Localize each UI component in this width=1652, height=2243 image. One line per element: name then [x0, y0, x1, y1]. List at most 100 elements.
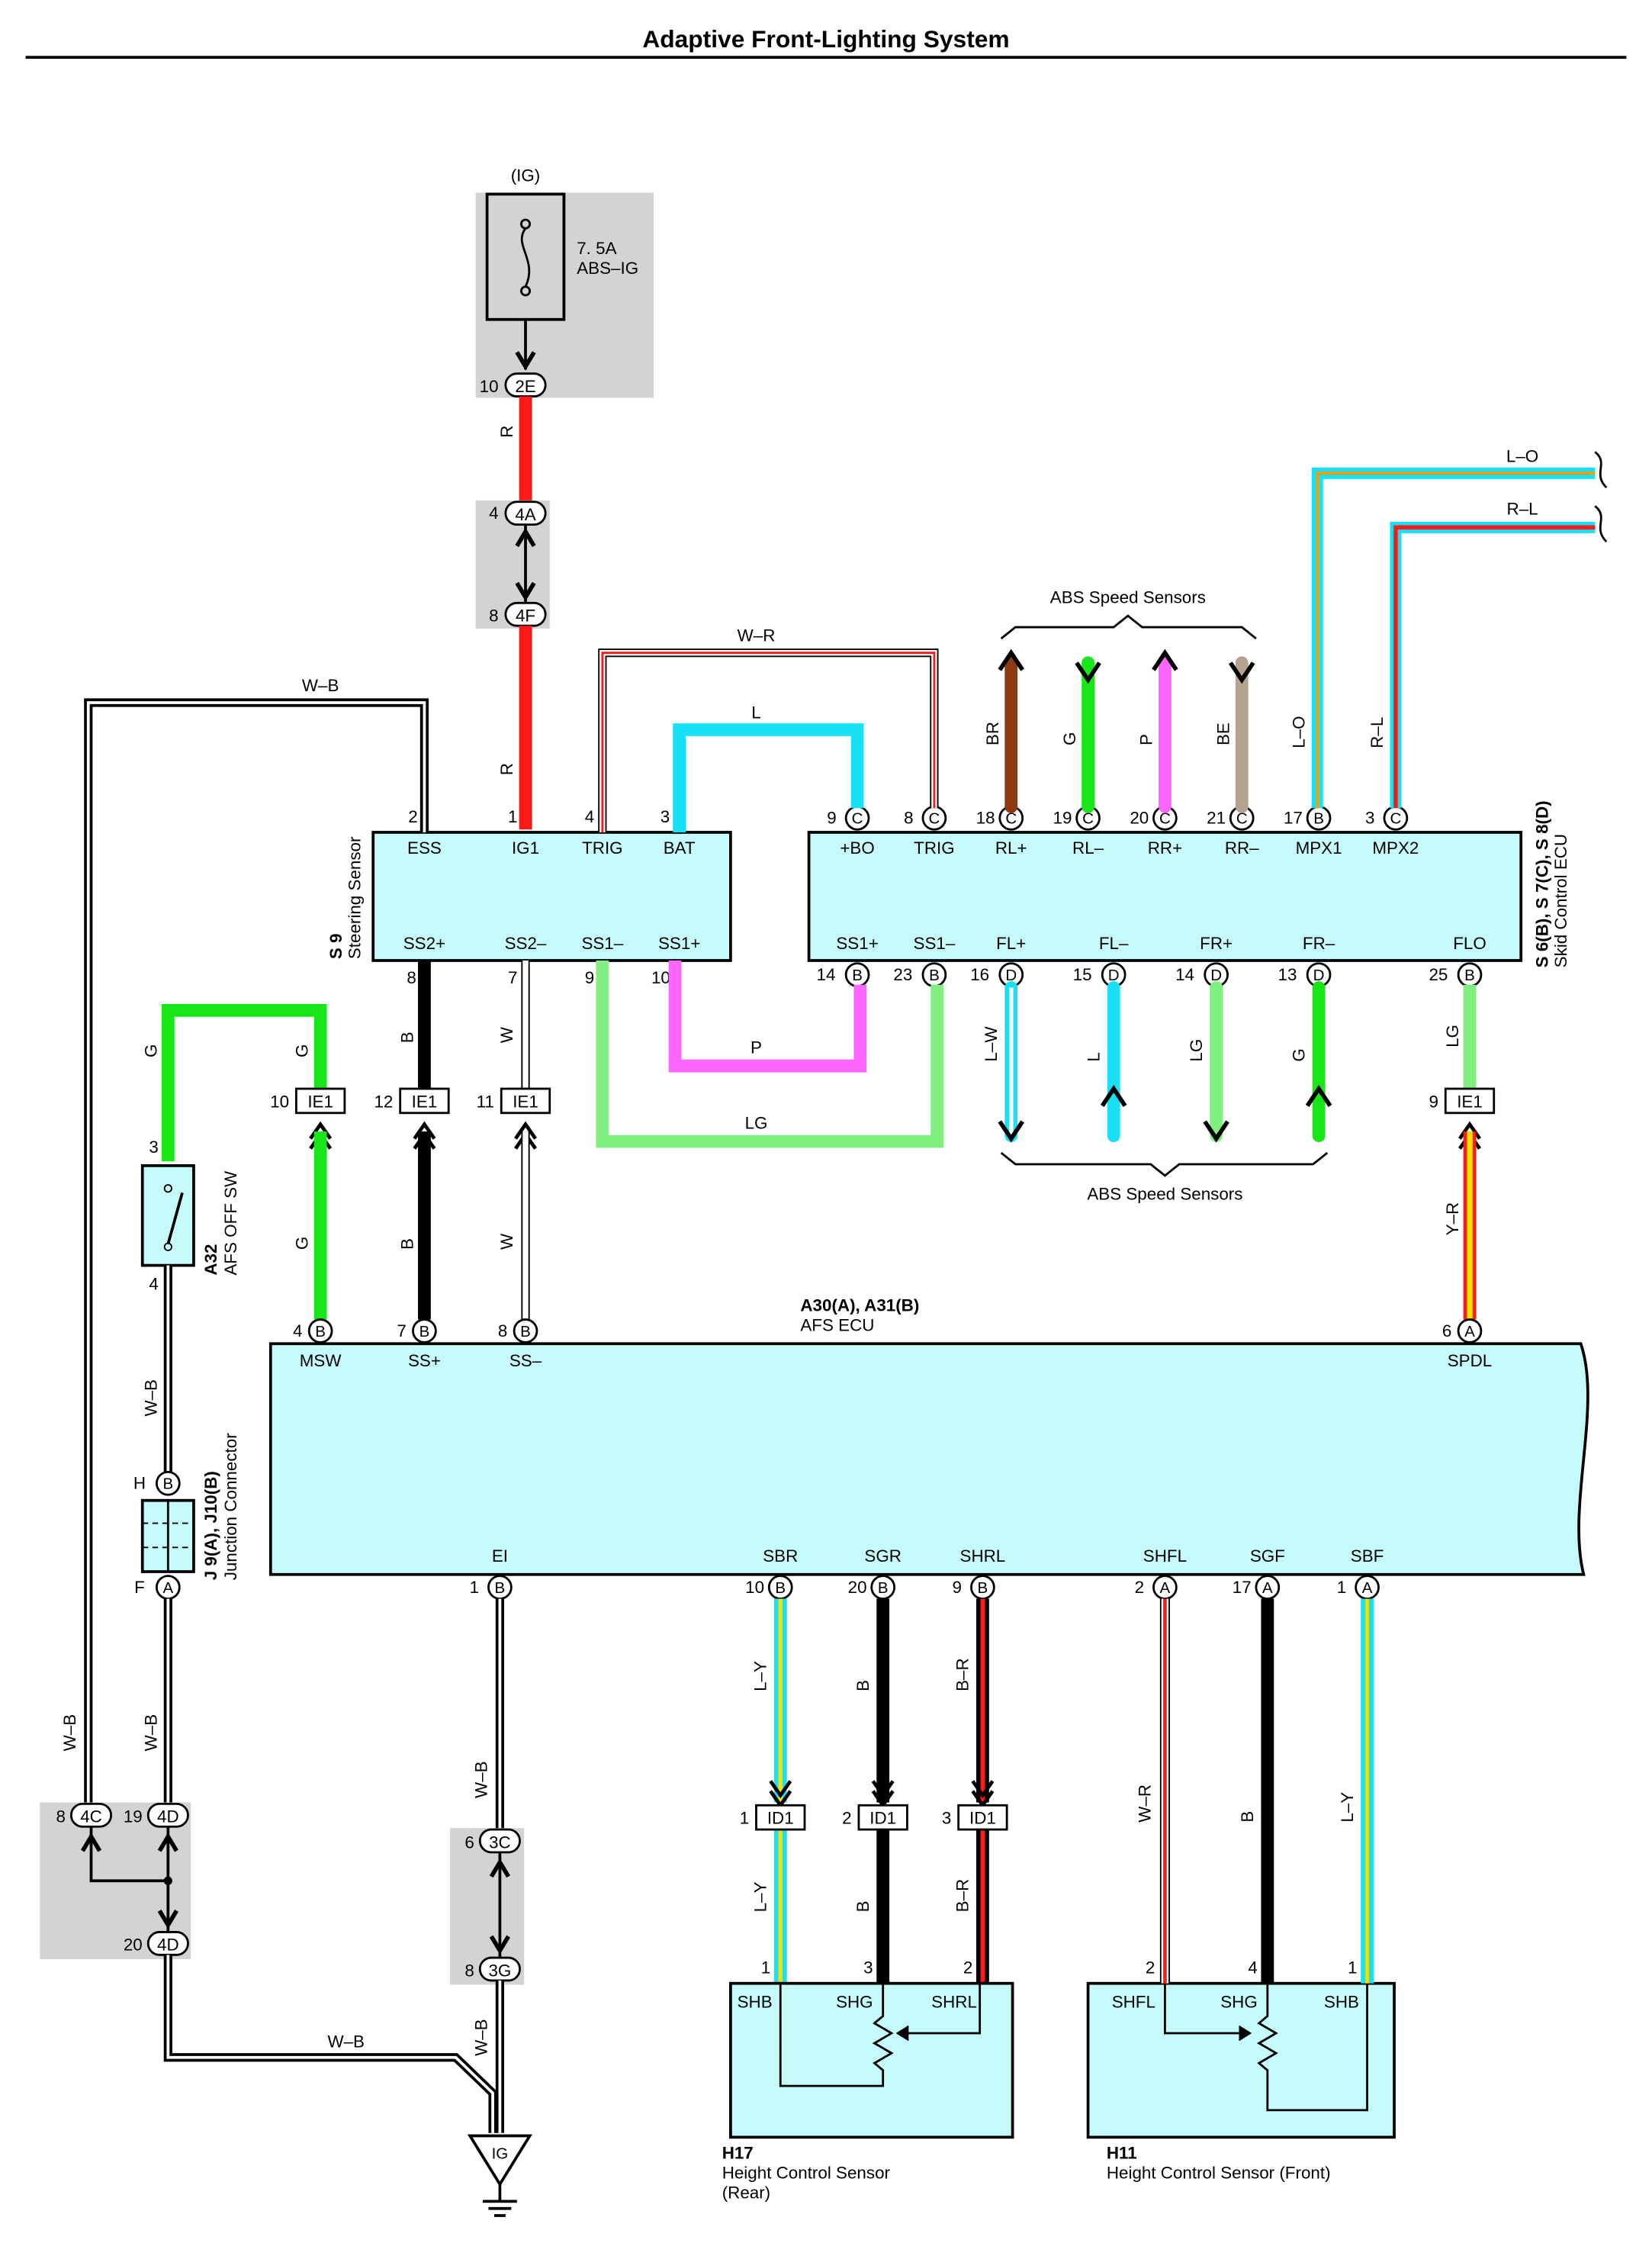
svg-text:SHB: SHB [1324, 1992, 1359, 2011]
svg-text:8: 8 [56, 1807, 65, 1826]
afs-bottom-pin-num: 1 [1337, 1578, 1346, 1597]
wire-p-ss1 [668, 961, 867, 1073]
svg-text:W–B: W–B [327, 2032, 365, 2052]
svg-text:G: G [292, 1044, 311, 1057]
skid-bottom-pin-label: FLO [1453, 934, 1486, 953]
afs-bottom-pin-label: SBR [763, 1546, 798, 1566]
skid-top-pin-label: RL+ [995, 838, 1027, 858]
svg-text:4C: 4C [80, 1807, 102, 1826]
ie1-pin-num: 11 [477, 1092, 494, 1111]
ie1-connector [1444, 1087, 1496, 1115]
afs-bottom-pin-label: SGF [1250, 1546, 1285, 1566]
afs-bottom-pin-letter: B [775, 1579, 786, 1597]
ie1-label: IE1 [307, 1092, 333, 1111]
arrow-icon [1152, 648, 1178, 671]
svg-text:L: L [751, 703, 760, 722]
afs-bottom-pin-letter: B [495, 1579, 506, 1597]
skid-bottom-pin-letter: B [1464, 967, 1475, 984]
svg-text:P: P [750, 1038, 762, 1057]
steering-sensor-name: Steering Sensor [345, 836, 364, 959]
skid-bottom-pin-letter: D [1005, 967, 1017, 984]
abs-wire-label: BR [983, 722, 1002, 745]
afs-ecu-id: A30(A), A31(B) [800, 1295, 919, 1315]
svg-text:BAT: BAT [664, 838, 696, 858]
skid-bottom-pin-num: 16 [970, 965, 989, 984]
afs-sw-id: A32 [201, 1244, 220, 1276]
h11-id: H11 [1107, 2143, 1137, 2162]
skid-bottom-pin-num: 25 [1429, 965, 1448, 984]
svg-text:B: B [162, 1475, 173, 1493]
skid-bottom-pin-letter: D [1108, 967, 1120, 984]
svg-text:4: 4 [489, 504, 498, 523]
afs-ecu-name: AFS ECU [800, 1315, 874, 1334]
skid-top-pin-letter: C [928, 810, 940, 828]
arrow-icon [1305, 1085, 1332, 1108]
afs-ecu-box [268, 1342, 1589, 1576]
skid-top-pin-letter: C [1159, 810, 1171, 828]
arrow-icon [1100, 1085, 1127, 1108]
svg-text:W–B: W–B [472, 2019, 491, 2056]
junction-pin-b [155, 1470, 181, 1496]
svg-text:1: 1 [508, 807, 517, 826]
svg-text:W–B: W–B [472, 1761, 491, 1798]
h17-pin-num: 3 [863, 1958, 873, 1978]
steering-sensor-id: S 9 [326, 934, 346, 960]
svg-text:W: W [497, 1026, 516, 1043]
fuse-name: ABS–IG [577, 259, 638, 278]
skid-top-pin-num: 17 [1284, 809, 1303, 828]
front-wire-label: L–Y [1338, 1792, 1357, 1823]
h11-pin-num: 4 [1248, 1958, 1257, 1978]
svg-text:G: G [141, 1044, 160, 1057]
svg-text:7: 7 [508, 968, 517, 987]
skid-bottom-pin-label: FL+ [996, 934, 1026, 953]
afs-top-pin-label: MSW [300, 1351, 342, 1370]
afs-top-pin-letter: A [1464, 1323, 1475, 1340]
skid-top-pin-label: RL– [1072, 838, 1104, 858]
ie1-label: IE1 [412, 1092, 438, 1111]
svg-text:10: 10 [651, 968, 670, 987]
fuse-icon [520, 227, 531, 288]
steering-sensor-box [371, 831, 732, 962]
h11-sensor-box [1086, 1981, 1396, 2139]
svg-text:SS1+: SS1+ [658, 934, 700, 953]
abs-wire-label: L [1085, 1052, 1104, 1061]
afs-bottom-pin-label: EI [492, 1546, 508, 1566]
afs-bottom-pin-num: 20 [848, 1578, 867, 1597]
afs-top-pin [513, 1318, 538, 1344]
abs-wire-label: P [1137, 734, 1156, 745]
svg-text:3: 3 [149, 1138, 158, 1157]
afs-sw-name: AFS OFF SW [221, 1170, 240, 1276]
svg-text:R–L: R–L [1368, 717, 1387, 748]
svg-text:SHG: SHG [1220, 1992, 1258, 2011]
steering-bottom-pins: SS2+ 8 SS2– 7 SS1– 9 SS1+ 10 [403, 934, 701, 987]
h17-potentiometer-icon [779, 1983, 982, 2087]
id1-pin-num: 3 [942, 1809, 951, 1828]
rear-wire-label: B [853, 1900, 873, 1912]
skid-ecu-box [807, 831, 1523, 962]
wire-w-r-trig [598, 648, 939, 832]
ie1-label: IE1 [513, 1092, 538, 1111]
rear-wire-label: B–R [953, 1879, 972, 1913]
svg-text:A: A [162, 1579, 173, 1597]
skid-bottom-pin-num: 15 [1073, 965, 1092, 984]
id1-label: ID1 [969, 1809, 996, 1828]
svg-text:SHB: SHB [738, 1992, 773, 2011]
svg-text:SS2+: SS2+ [403, 934, 445, 953]
skid-bottom-pin-num: 13 [1278, 965, 1297, 984]
svg-text:TRIG: TRIG [582, 838, 622, 858]
afs-bottom-pin-letter: A [1160, 1579, 1171, 1597]
afs-bottom-pin-letter: B [878, 1579, 889, 1597]
junction-id: J 9(A), J10(B) [201, 1471, 220, 1580]
svg-text:H: H [133, 1474, 146, 1493]
front-wire-label: W–R [1136, 1784, 1155, 1823]
afs-bottom-pin-num: 2 [1135, 1578, 1144, 1597]
skid-bottom-pin-letter: B [929, 967, 940, 984]
h11-potentiometer-icon [1164, 1983, 1368, 2112]
svg-text:3C: 3C [489, 1833, 511, 1852]
switch-contact-icon [166, 1192, 184, 1245]
